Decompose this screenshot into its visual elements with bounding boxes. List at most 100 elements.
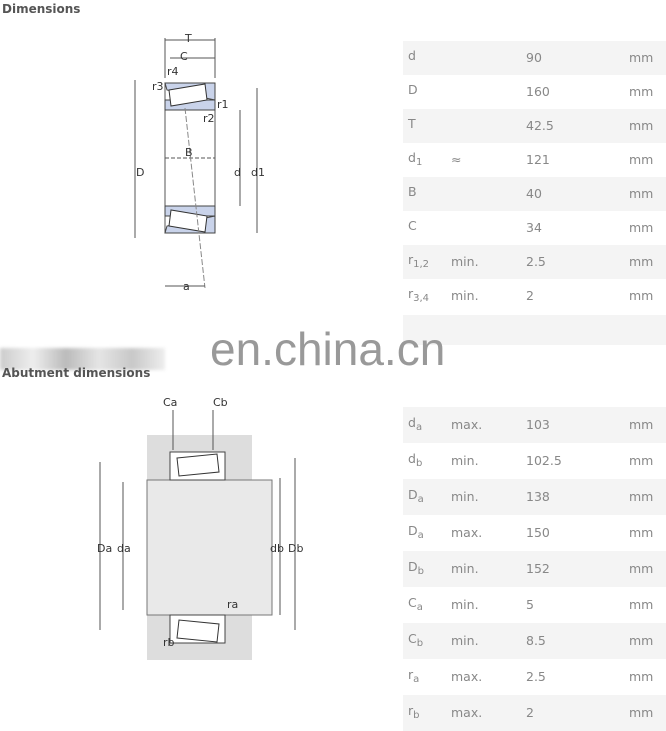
value: 138 xyxy=(526,488,550,504)
value: 42.5 xyxy=(526,117,554,133)
qualifier: min. xyxy=(451,596,479,612)
symbol: T xyxy=(408,116,416,132)
value: 8.5 xyxy=(526,632,546,648)
unit: mm xyxy=(629,452,654,468)
qualifier: min. xyxy=(451,287,479,303)
unit: mm xyxy=(629,253,654,269)
label-d1: d1 xyxy=(251,166,265,179)
unit: mm xyxy=(629,596,654,612)
unit: mm xyxy=(629,668,654,684)
table-row: Ca min. 5 mm xyxy=(403,587,666,623)
table-row: T 42.5 mm xyxy=(403,109,666,143)
label-db: db xyxy=(270,542,284,555)
label-d: d xyxy=(234,166,241,179)
qualifier: min. xyxy=(451,452,479,468)
symbol: B xyxy=(408,184,417,200)
table-row: C 34 mm xyxy=(403,211,666,245)
qualifier: max. xyxy=(451,416,483,432)
qualifier: max. xyxy=(451,668,483,684)
qualifier: max. xyxy=(451,704,483,720)
symbol: Db xyxy=(408,559,424,578)
symbol: ra xyxy=(408,667,420,686)
unit: mm xyxy=(629,524,654,540)
unit: mm xyxy=(629,416,654,432)
unit: mm xyxy=(629,488,654,504)
bearing-dimensions-diagram: T C r4 r3 r1 r2 B D d d1 a xyxy=(134,32,265,293)
symbol: Ca xyxy=(408,595,423,614)
value: 160 xyxy=(526,83,550,99)
table-row: r3,4 min. 2 mm xyxy=(403,279,666,313)
symbol: da xyxy=(408,415,423,434)
value: 2.5 xyxy=(526,668,546,684)
value: 2 xyxy=(526,287,534,303)
symbol: rb xyxy=(408,703,420,722)
table-row: db min. 102.5 mm xyxy=(403,443,666,479)
qualifier: max. xyxy=(451,524,483,540)
value: 90 xyxy=(526,49,542,65)
table-row: r1,2 min. 2.5 mm xyxy=(403,245,666,279)
value: 121 xyxy=(526,151,550,167)
table-spacer xyxy=(403,315,666,345)
symbol: C xyxy=(408,218,417,234)
label-Cb: Cb xyxy=(213,396,228,409)
label-Db: Db xyxy=(288,542,303,555)
qualifier: min. xyxy=(451,253,479,269)
label-Ca: Ca xyxy=(163,396,177,409)
unit: mm xyxy=(629,117,654,133)
symbol: Cb xyxy=(408,631,424,650)
symbol: d xyxy=(408,48,416,64)
table-row: ra max. 2.5 mm xyxy=(403,659,666,695)
blurred-banner xyxy=(0,348,165,370)
symbol: Da xyxy=(408,487,424,506)
unit: mm xyxy=(629,49,654,65)
unit: mm xyxy=(629,219,654,235)
unit: mm xyxy=(629,151,654,167)
unit: mm xyxy=(629,287,654,303)
table-row: Da min. 138 mm xyxy=(403,479,666,515)
table-row: B 40 mm xyxy=(403,177,666,211)
symbol: r3,4 xyxy=(408,286,430,305)
table-row: rb max. 2 mm xyxy=(403,695,666,731)
value: 2 xyxy=(526,704,534,720)
label-T: T xyxy=(184,32,192,45)
abutment-diagram: Ca Cb Da da db Db ra rb xyxy=(97,396,303,660)
unit: mm xyxy=(629,185,654,201)
symbol: Da xyxy=(408,523,424,542)
symbol: r1,2 xyxy=(408,252,430,271)
label-rb: rb xyxy=(163,636,175,649)
value: 5 xyxy=(526,596,534,612)
label-Da: Da xyxy=(97,542,112,555)
label-a: a xyxy=(183,280,190,293)
unit: mm xyxy=(629,560,654,576)
label-D: D xyxy=(136,166,144,179)
value: 2.5 xyxy=(526,253,546,269)
qualifier: min. xyxy=(451,560,479,576)
label-da: da xyxy=(117,542,131,555)
label-r4: r4 xyxy=(167,65,179,78)
qualifier: min. xyxy=(451,488,479,504)
dimensions-heading: Dimensions xyxy=(2,2,81,16)
label-r1: r1 xyxy=(217,98,229,111)
qualifier: min. xyxy=(451,632,479,648)
value: 40 xyxy=(526,185,542,201)
label-ra: ra xyxy=(227,598,238,611)
table-row: D 160 mm xyxy=(403,75,666,109)
symbol: d1 xyxy=(408,150,423,169)
value: 103 xyxy=(526,416,550,432)
symbol: D xyxy=(408,82,418,98)
table-row: da max. 103 mm xyxy=(403,407,666,443)
watermark: en.china.cn xyxy=(210,323,446,375)
value: 150 xyxy=(526,524,550,540)
unit: mm xyxy=(629,704,654,720)
value: 102.5 xyxy=(526,452,562,468)
table-row: d1 ≈ 121 mm xyxy=(403,143,666,177)
abutment-heading: Abutment dimensions xyxy=(2,366,151,380)
table-row: Cb min. 8.5 mm xyxy=(403,623,666,659)
symbol: db xyxy=(408,451,423,470)
value: 152 xyxy=(526,560,550,576)
value: 34 xyxy=(526,219,542,235)
unit: mm xyxy=(629,632,654,648)
table-row: Db min. 152 mm xyxy=(403,551,666,587)
